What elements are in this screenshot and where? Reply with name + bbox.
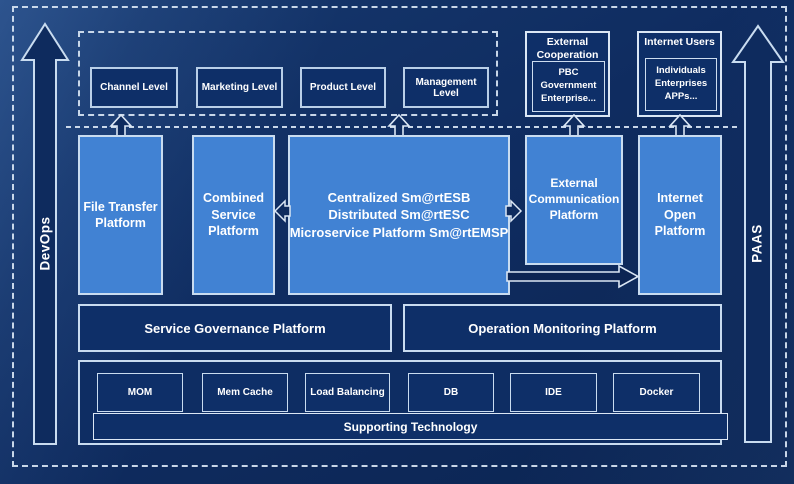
right-arrow-icon (505, 199, 523, 223)
tech-label: DB (443, 387, 459, 398)
level-box-channel: Channel Level (90, 67, 178, 108)
platform-internet-open: Internet Open Platform (638, 135, 722, 295)
level-label: Management Level (415, 76, 477, 99)
level-box-product: Product Level (300, 67, 386, 108)
devops-up-arrow-icon (20, 22, 70, 445)
tech-label: MOM (127, 387, 153, 398)
internet-users-title: Internet Users (644, 36, 715, 48)
tech-box-mom: MOM (97, 373, 183, 412)
platform-label-line: Centralized Sm@rtESB (327, 190, 471, 206)
tech-label: IDE (545, 387, 562, 398)
tech-box-db: DB (408, 373, 494, 412)
levels-dashed-group (78, 31, 498, 116)
devops-rail-label: DevOps (37, 216, 53, 271)
platform-file-transfer: File Transfer Platform (78, 135, 163, 295)
diagram-outer-dashed-border (12, 6, 787, 467)
operation-monitoring-platform-box: Operation Monitoring Platform (403, 304, 722, 352)
platform-label: Internet Open Platform (654, 191, 706, 239)
tech-box-load-balancing: Load Balancing (305, 373, 390, 412)
paas-up-arrow-icon (731, 24, 785, 443)
supporting-technology-bar: Supporting Technology (93, 413, 728, 440)
level-label: Product Level (309, 82, 377, 93)
tech-label: Mem Cache (217, 387, 273, 398)
platform-external-communication: External Communication Platform (525, 135, 623, 265)
tech-box-docker: Docker (613, 373, 700, 412)
service-governance-platform-box: Service Governance Platform (78, 304, 392, 352)
long-right-arrow-icon (506, 264, 640, 289)
external-cooperation-title: External Cooperation (536, 36, 599, 62)
external-cooperation-members: PBC Government Enterprise... (540, 67, 597, 104)
platform-label-line: Distributed Sm@rtESC (328, 207, 470, 223)
platform-label: Combined Service Platform (202, 191, 265, 239)
level-box-marketing: Marketing Level (196, 67, 283, 108)
paas-rail-label: PAAS (749, 224, 765, 263)
platform-label: External Communication Platform (528, 176, 620, 222)
platform-label-line: Microservice Platform Sm@rtEMSP (289, 224, 509, 240)
tech-box-ide: IDE (510, 373, 597, 412)
external-cooperation-members-box: PBC Government Enterprise... (532, 61, 605, 112)
level-label: Marketing Level (201, 82, 278, 93)
tech-box-mem-cache: Mem Cache (202, 373, 288, 412)
platform-label: File Transfer Platform (83, 199, 158, 231)
supporting-technology-label: Supporting Technology (343, 419, 478, 434)
tech-label: Load Balancing (310, 387, 385, 398)
left-arrow-icon (273, 199, 291, 223)
tech-label: Docker (639, 387, 674, 398)
platform-central-esb: Centralized Sm@rtESB Distributed Sm@rtES… (288, 135, 510, 295)
internet-users-group: Internet Users Individuals Enterprises A… (637, 31, 722, 117)
level-box-management: Management Level (403, 67, 489, 108)
level-label: Channel Level (100, 82, 168, 93)
mgmt-label: Operation Monitoring Platform (468, 320, 657, 336)
external-cooperation-group: External Cooperation PBC Government Ente… (525, 31, 610, 117)
internet-users-members: Individuals Enterprises APPs... (654, 65, 708, 102)
platform-combined-service: Combined Service Platform (192, 135, 275, 295)
internet-users-members-box: Individuals Enterprises APPs... (645, 58, 717, 111)
mgmt-label: Service Governance Platform (144, 320, 326, 336)
